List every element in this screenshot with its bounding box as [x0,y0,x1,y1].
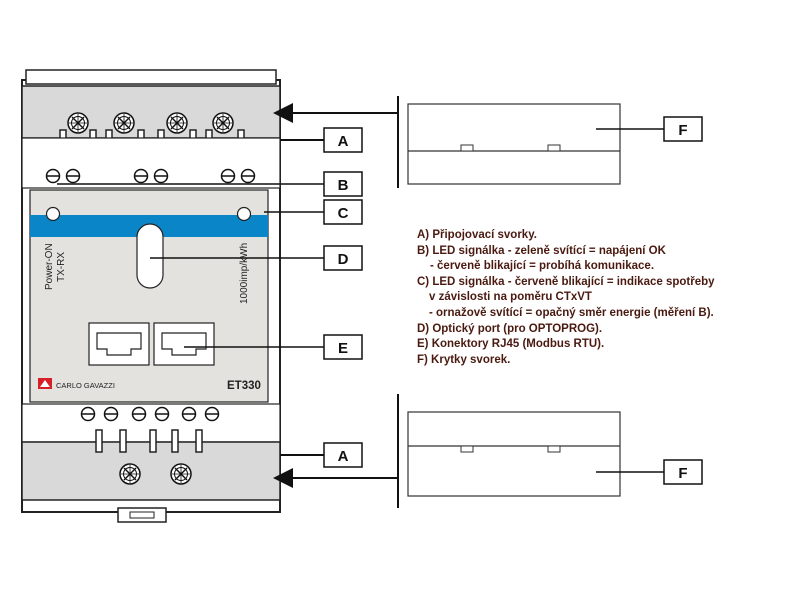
led-b [45,206,61,222]
legend-item-c-cont: v závislosti na poměru CTxVT [429,291,592,304]
pulse-rate-label: 1000imp/kWh [239,243,250,304]
callout-f-top-label: F [678,122,687,139]
meter-front-panel: Power-ON TX-RX 1000imp/kWh CARLO GAVAZZI… [29,189,269,403]
bottom-terminal-block [21,429,281,501]
legend-item-d: D) Optický port (pro OPTOPROG). [417,322,603,335]
callout-b: B [323,171,363,197]
model-label: ET330 [227,380,261,392]
callout-c-label: C [338,205,349,222]
callout-a-bottom: A [323,442,363,468]
callout-a-top-label: A [338,133,349,150]
callout-c: C [323,199,363,225]
legend-item-e: E) Konektory RJ45 (Modbus RTU). [417,338,605,351]
led-label-txrx: TX-RX [56,252,67,282]
callout-a-top: A [323,127,363,153]
callout-f-bottom: F [663,459,703,485]
legend-item-f: F) Krytky svorek. [417,353,511,366]
led-c [236,206,252,222]
callout-d-label: D [338,251,349,268]
legend-item-a: A) Připojovací svorky. [417,229,537,241]
legend-item-b: B) LED signálka - zeleně svítící = napáj… [417,244,666,257]
callout-d: D [323,245,363,271]
callout-e-label: E [338,340,348,357]
legend-item-c-sub: - ornažově svítící = opačný směr energie… [429,306,714,319]
legend-item-c: C) LED signálka - červeně blikající = in… [417,275,715,288]
optical-port [136,223,164,289]
callout-f-top: F [663,116,703,142]
leader-lines [57,103,664,488]
callout-b-label: B [338,177,349,194]
upper-pin-row [21,137,281,189]
terminal-cover-top [397,96,621,188]
rj45-port-1 [88,322,150,366]
callout-a-bottom-label: A [338,448,349,465]
terminal-cover-bottom [397,394,621,508]
callout-e: E [323,334,363,360]
brand-label: CARLO GAVAZZI [56,381,115,390]
carlo-gavazzi-logo: CARLO GAVAZZI [38,378,115,390]
led-label-power: Power-ON [44,243,55,290]
callout-f-bottom-label: F [678,465,687,482]
legend: A) Připojovací svorky. B) LED signálka -… [417,228,797,368]
rj45-port-2 [153,322,215,366]
legend-item-b-sub: - červeně blikající = probíhá komunikace… [430,260,655,273]
